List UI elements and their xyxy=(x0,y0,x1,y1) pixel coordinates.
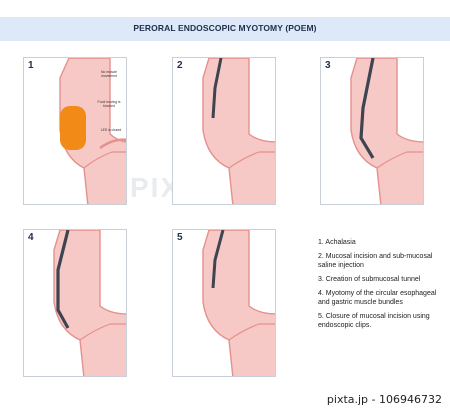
panel-2: 2 xyxy=(172,57,276,205)
panel-note: No muscle movement xyxy=(100,70,118,78)
esophagus-illustration-2 xyxy=(202,58,275,204)
title-banner: PERORAL ENDOSCOPIC MYOTOMY (POEM) xyxy=(0,17,450,41)
panel-1: 1 No muscle movement Food moving is bloc… xyxy=(23,57,127,205)
legend-item: 3. Creation of submucosal tunnel xyxy=(318,276,421,283)
panel-4: 4 xyxy=(23,229,127,377)
esophagus-illustration-3 xyxy=(350,58,423,204)
panel-note: Food moving is blocked xyxy=(97,100,121,108)
panel-5: 5 xyxy=(172,229,276,377)
footer: pixta.jp - 106946732 xyxy=(0,390,450,410)
food-bolus xyxy=(60,106,86,150)
esophagus-illustration-4 xyxy=(53,230,126,376)
esophagus-illustration-1 xyxy=(59,58,126,204)
legend-item: 4. Myotomy of the circular esophageal an… xyxy=(318,290,437,306)
endoscope xyxy=(56,230,70,329)
page-title: PERORAL ENDOSCOPIC MYOTOMY (POEM) xyxy=(133,23,317,33)
legend-item: 2. Mucosal incision and sub-mucosal sali… xyxy=(318,253,433,269)
panel-note: LES is closed xyxy=(100,128,122,132)
panel-number: 1 xyxy=(28,60,34,71)
endoscope xyxy=(359,58,375,159)
legend-item: 1. Achalasia xyxy=(318,239,356,246)
panel-number: 3 xyxy=(325,60,331,71)
credit-text: pixta.jp - 106946732 xyxy=(326,393,442,406)
panel-number: 2 xyxy=(177,60,183,71)
endoscope xyxy=(211,58,223,119)
panel-number: 5 xyxy=(177,232,183,243)
esophagus-illustration-5 xyxy=(202,230,275,376)
panel-number: 4 xyxy=(28,232,34,243)
endoscope xyxy=(211,230,225,289)
legend-item: 5. Closure of mucosal incision using end… xyxy=(318,313,430,329)
steps-legend: 1. Achalasia 2. Mucosal incision and sub… xyxy=(318,238,444,335)
panel-3: 3 xyxy=(320,57,424,205)
